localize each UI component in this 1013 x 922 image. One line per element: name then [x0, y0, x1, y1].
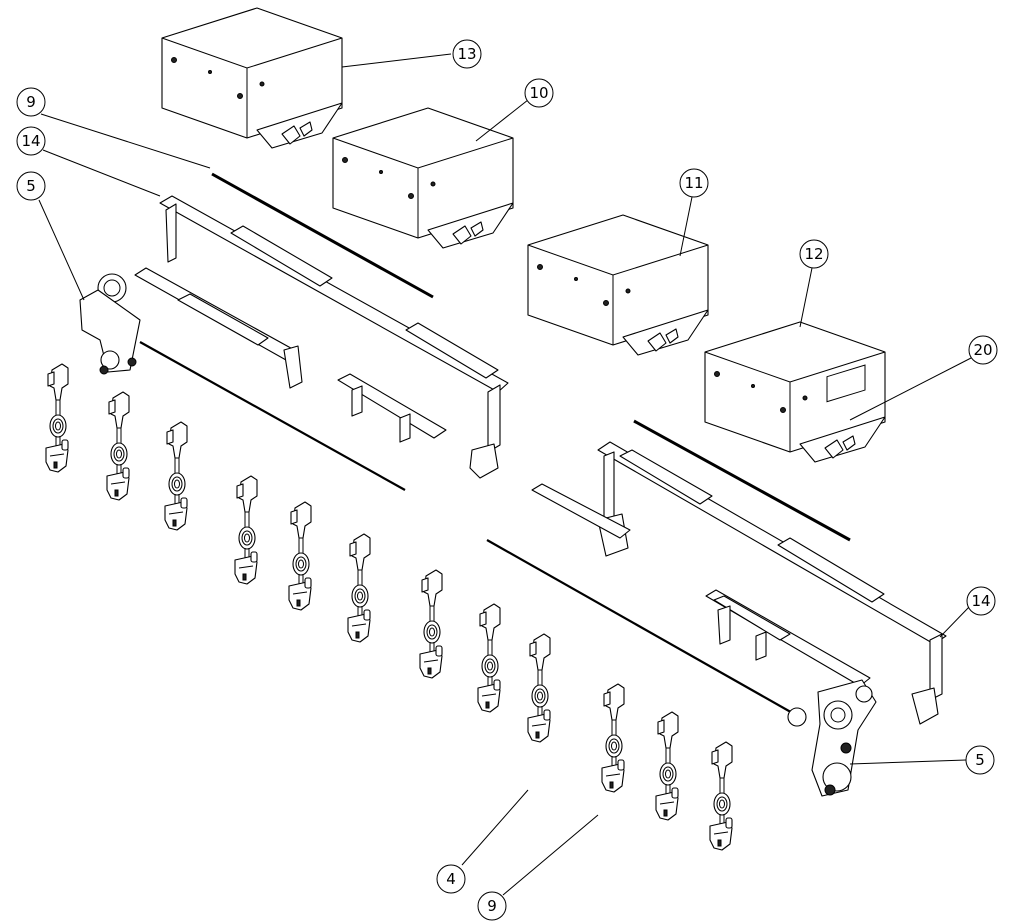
frame-rail-right-lower — [705, 589, 871, 687]
callout-5-left: 5 — [16, 171, 85, 301]
metering-unit — [347, 533, 371, 643]
callout-5-right: 5 — [849, 745, 995, 775]
svg-text:4: 4 — [446, 870, 456, 888]
metering-unit — [106, 391, 130, 501]
svg-text:9: 9 — [26, 93, 36, 111]
svg-text:20: 20 — [973, 341, 992, 359]
callout-13: 13 — [341, 39, 482, 69]
callout-9-lower: 9 — [477, 814, 599, 921]
drive-shaft-right — [633, 419, 851, 542]
drive-shaft-upper — [211, 172, 434, 299]
frame-rail-right-upper — [531, 441, 947, 725]
metering-unit — [527, 633, 551, 743]
callout-14-left: 14 — [16, 126, 161, 197]
svg-text:13: 13 — [457, 45, 476, 63]
svg-text:14: 14 — [971, 592, 990, 610]
svg-text:14: 14 — [21, 132, 40, 150]
callout-9-upper: 9 — [16, 87, 211, 169]
svg-text:5: 5 — [975, 751, 985, 769]
metering-unit — [477, 603, 501, 713]
svg-text:11: 11 — [684, 174, 703, 192]
svg-text:5: 5 — [26, 177, 36, 195]
callout-20: 20 — [849, 335, 998, 421]
svg-text:9: 9 — [487, 897, 497, 915]
hopper-11 — [527, 214, 709, 356]
callout-10: 10 — [475, 78, 554, 142]
callout-12: 12 — [799, 239, 829, 328]
drive-assembly-right — [787, 679, 877, 797]
hopper-12 — [704, 321, 886, 463]
drive-assembly-left — [79, 273, 141, 375]
drive-shaft-left — [139, 341, 406, 491]
drive-shaft-lower — [486, 539, 797, 716]
metering-unit — [601, 683, 625, 793]
metering-unit — [45, 363, 69, 473]
svg-text:10: 10 — [529, 84, 548, 102]
frame-rail-left-upper — [159, 195, 509, 479]
metering-unit — [234, 475, 258, 585]
callout-11: 11 — [679, 168, 709, 257]
callout-14-right: 14 — [939, 586, 996, 638]
metering-unit — [655, 711, 679, 821]
hopper-10 — [332, 107, 514, 249]
metering-unit — [709, 741, 733, 851]
hopper-13 — [161, 7, 343, 149]
metering-unit — [419, 569, 443, 679]
metering-unit — [164, 421, 188, 531]
frame-rail-left-lower — [134, 267, 447, 443]
callout-4: 4 — [436, 789, 529, 894]
svg-text:12: 12 — [804, 245, 823, 263]
metering-unit — [288, 501, 312, 611]
